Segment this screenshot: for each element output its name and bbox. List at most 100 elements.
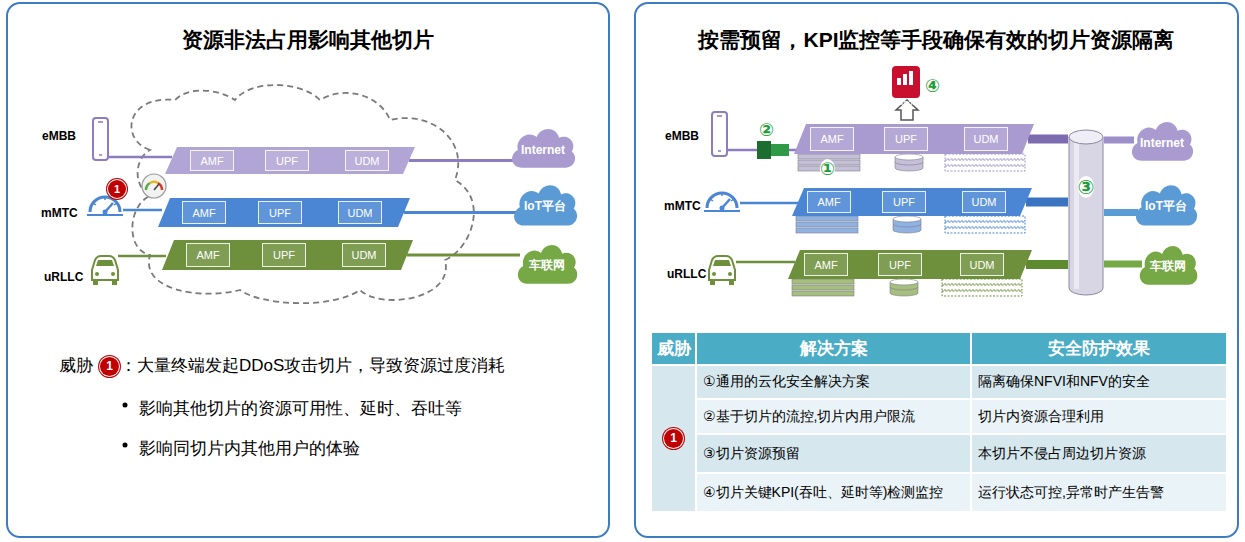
table-cell-text: 本切片不侵占周边切片资源 (978, 445, 1146, 463)
slice-band: AMF UPF UDM (788, 250, 1032, 279)
slice-fill (165, 147, 415, 174)
table-cell: 切片内资源合理利用 (972, 400, 1226, 433)
table-cell-text: ②基于切片的流控,切片内用户限流 (703, 408, 915, 426)
label-holder: 1 (108, 179, 126, 198)
slice-band: AMFUPFUDM (165, 147, 415, 174)
callout-number: ④ (925, 76, 940, 96)
cloud-fill (1140, 246, 1198, 285)
table-cell-text: ③切片资源预留 (703, 445, 800, 463)
nf-label: UPF (273, 249, 295, 261)
cloud-text-holder: IoT平台 (510, 185, 580, 228)
nf-label: AMF (814, 259, 837, 271)
cloud-text-holder: 车联网 (514, 245, 580, 286)
nf-label: UDM (347, 207, 372, 219)
network-cloud: 车联网 (514, 240, 580, 286)
table-cell-text: ④切片关键KPI(吞吐、延时等)检测监控 (703, 484, 943, 502)
slice-name: mMTC (664, 199, 701, 213)
connector (1104, 261, 1142, 268)
label-holder: ① (820, 159, 835, 179)
title-holder: 按需预留，KPI监控等手段确保有效的切片资源隔离 (636, 26, 1237, 54)
label-holder: mMTC (41, 203, 78, 221)
table-cell: 运行状态可控,异常时产生告警 (972, 474, 1226, 511)
nf-label: AMF (192, 207, 215, 219)
network-cloud: Internet (508, 124, 578, 170)
panel-title: 按需预留，KPI监控等手段确保有效的切片资源隔离 (698, 28, 1174, 51)
label-holder: ：大量终端发起DDoS攻击切片，导致资源过度消耗 (120, 354, 505, 377)
connector (404, 211, 516, 214)
nf-label: AMF (200, 155, 223, 167)
title-holder: 资源非法占用影响其他切片 (8, 26, 608, 54)
nf-label: UPF (269, 207, 291, 219)
slice-name: eMBB (42, 129, 76, 143)
network-function-box: AMF (190, 150, 234, 171)
table-cell: 本切片不侵占周边切片资源 (972, 435, 1226, 472)
cloud-text-holder: Internet (1128, 122, 1196, 163)
network-function-box: AMF (810, 127, 854, 151)
slice-band: AMF UPF UDM (162, 240, 413, 270)
network-function-box: UDM (342, 243, 386, 267)
nf-label: UPF (895, 133, 917, 145)
connector (1026, 260, 1068, 269)
slice-band: AMFUPFUDM (792, 188, 1032, 216)
cloud-label: IoT平台 (1145, 198, 1187, 215)
table-header: 威胁 (657, 337, 691, 360)
cylinder-top (1069, 130, 1103, 144)
connector (409, 159, 514, 162)
network-cloud: IoT平台 (1132, 180, 1200, 228)
nf-label: AMF (196, 249, 219, 261)
label-holder: 1 (100, 356, 119, 376)
label-holder: 影响其他切片的资源可用性、延时、吞吐等 (139, 397, 462, 420)
label-holder: mMTC (664, 196, 701, 214)
panel: 资源非法占用影响其他切片AMFUPFUDMAMFUPFUDMAMFUPFUDMI… (6, 2, 610, 538)
label-holder: 威胁 (59, 354, 93, 377)
nf-label: UDM (351, 249, 376, 261)
label-holder: uRLLC (44, 267, 83, 285)
slice-band: AMFUPFUDM (794, 124, 1034, 154)
callout-number: ③ (1078, 176, 1095, 198)
panel-title: 资源非法占用影响其他切片 (182, 28, 434, 51)
slice-fill (158, 198, 410, 227)
slice-fill (794, 124, 1034, 154)
nf-label: UPF (889, 259, 911, 271)
table-cell: 解决方案 (697, 333, 970, 364)
cylinder-body (1069, 137, 1103, 295)
cylinder-text-holder: ③ (1068, 176, 1104, 198)
network-function-box: AMF (807, 191, 851, 213)
cloud-fill (518, 245, 577, 284)
cloud-fill (514, 185, 577, 225)
cylinder-highlight (1074, 141, 1079, 289)
table-cell: ④切片关键KPI(吞吐、延时等)检测监控 (697, 474, 970, 511)
label-holder: ② (759, 120, 774, 140)
nf-label: UPF (893, 196, 915, 208)
cloud-text-holder: IoT平台 (1132, 185, 1200, 228)
table-header: 安全防护效果 (1048, 337, 1150, 360)
connector (1104, 209, 1138, 216)
table-cell: ②基于切片的流控,切片内用户限流 (697, 400, 970, 433)
connector (407, 254, 520, 257)
network-function-box: UDM (960, 253, 1004, 276)
network-function-box: UPF (262, 243, 306, 267)
network-cloud: IoT平台 (510, 180, 580, 228)
cloud-label: 车联网 (1150, 258, 1186, 275)
resource-cylinder: ③ (1068, 129, 1104, 296)
table-header: 解决方案 (800, 337, 868, 360)
cloud-fill (1132, 122, 1193, 161)
network-function-box: UPF (882, 191, 926, 213)
connector (1026, 198, 1068, 207)
label-holder: uRLLC (667, 264, 706, 282)
bullet-text: 影响其他切片的资源可用性、延时、吞吐等 (139, 399, 462, 418)
slice-fill (162, 240, 413, 270)
label-holder: eMBB (665, 126, 699, 144)
table-cell-text: 隔离确保NFVI和NFV的安全 (978, 373, 1150, 391)
nf-label: UDM (354, 155, 379, 167)
connector (1104, 137, 1134, 144)
callout-number: 1 (664, 429, 683, 448)
network-function-box: UPF (258, 201, 302, 224)
label-holder: REPORT (895, 91, 920, 109)
table-cell: ③切片资源预留 (697, 435, 970, 472)
callout-number: 1 (108, 180, 126, 198)
label-holder: ④ (925, 76, 940, 96)
network-function-box: AMF (186, 243, 230, 267)
table-cell: 安全防护效果 (972, 333, 1226, 364)
slice-fill (792, 188, 1032, 216)
